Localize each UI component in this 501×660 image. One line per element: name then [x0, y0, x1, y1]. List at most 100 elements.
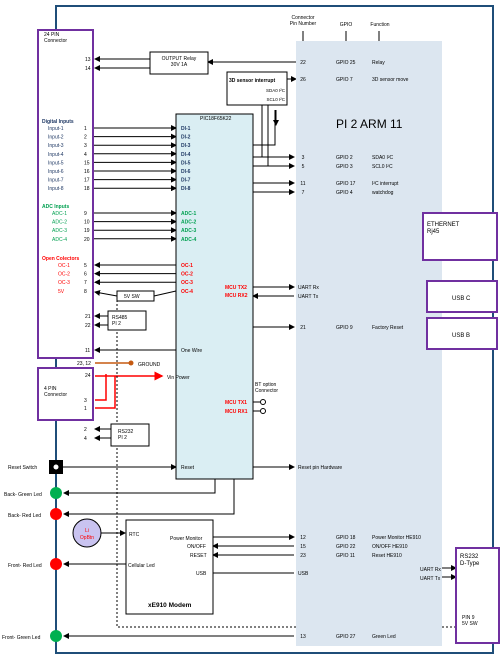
digital-input-pin: 4 — [84, 152, 87, 158]
pi-pin-number: 21 — [300, 325, 306, 331]
adc-input-label: ADC-1 — [52, 211, 67, 217]
digital-input-label: Input-7 — [48, 178, 64, 184]
sensor3d-scl: SCL0 I²C — [266, 97, 285, 102]
back-red-label: Back- Red Led — [8, 513, 41, 519]
front-green-led — [50, 630, 62, 642]
ground-pin: 23, 12 — [77, 361, 91, 367]
mcu-di-pin: DI-8 — [181, 186, 191, 192]
pi-gpio: GPIO 22 — [336, 544, 356, 550]
pi-header-gpio: GPIO — [340, 22, 353, 28]
ground-label: GROUND — [138, 362, 161, 368]
front-green-label: Front- Green Led — [2, 635, 41, 641]
pi-function: Relay — [372, 60, 385, 66]
relay-pin-b: 14 — [85, 66, 91, 72]
pi-pin-number: 26 — [300, 77, 306, 83]
pi-pin-number: 15 — [300, 544, 306, 550]
mcu-oc-pin: OC-1 — [181, 263, 193, 269]
mcu-rx2: MCU RX2 — [225, 293, 248, 299]
pi-gpio: GPIO 27 — [336, 634, 356, 640]
modem-on-off: ON/OFF — [187, 544, 206, 550]
relay-pin-a: 13 — [85, 57, 91, 63]
mcu-title: PIC18F65K22 — [200, 116, 232, 122]
open-collector-pin: 6 — [84, 272, 87, 278]
mcu-di-pin: DI-5 — [181, 160, 191, 166]
digital-inputs-title: Digital Inputs — [42, 119, 74, 125]
sw5v-out-wire — [94, 289, 118, 297]
usb-c-label: USB C — [452, 296, 471, 302]
mcu-di-pin: DI-7 — [181, 178, 191, 184]
open-collector-pin: 5 — [84, 263, 87, 269]
pi-gpio: GPIO 4 — [336, 190, 353, 196]
reset-switch-dot — [53, 464, 59, 470]
pi-uart-rx: UART Rx — [298, 285, 319, 291]
front-red-label: Front- Red Led — [8, 563, 42, 569]
mcu-adc-pin: ADC-3 — [181, 228, 196, 234]
digital-input-pin: 3 — [84, 143, 87, 149]
adc-inputs-title: ADC Inputs — [42, 204, 69, 210]
pi-pin-number: 12 — [300, 535, 306, 541]
pi-pin-number: 13 — [300, 634, 306, 640]
back-green-wire — [63, 479, 216, 496]
digital-input-pin: 16 — [84, 169, 90, 175]
back-green-led — [50, 487, 62, 499]
mcu-oc-pin: OC-3 — [181, 280, 193, 286]
bt-connector-b — [260, 408, 266, 414]
digital-input-pin: 2 — [84, 135, 87, 141]
connector-4pin — [37, 367, 94, 421]
mcu-tx2: MCU TX2 — [225, 285, 247, 291]
sensor3d-title: 3D sensor interrupt — [229, 78, 275, 84]
pi-area — [296, 41, 442, 646]
mcu-di-pin: DI-4 — [181, 152, 191, 158]
output-relay-box — [149, 51, 209, 75]
pi-function: Power Monitor HE910 — [372, 535, 421, 541]
digital-input-label: Input-3 — [48, 143, 64, 149]
mcu-tx1: MCU TX1 — [225, 400, 247, 406]
adc-input-pin: 9 — [84, 211, 87, 217]
adc-input-label: ADC-3 — [52, 228, 67, 234]
usb-c-box — [426, 280, 498, 313]
rs485-box — [107, 310, 147, 331]
pi-function: Factory Reset — [372, 325, 404, 331]
pi-usb: USB — [298, 571, 309, 577]
pi-pin-number: 5 — [302, 164, 305, 170]
pi-function: Green Led — [372, 634, 396, 640]
modem-cellular-led: Cellular Led — [128, 563, 155, 569]
vin-feed-b — [95, 376, 116, 409]
rs485-pin-a: 21 — [85, 314, 91, 320]
mcu-oc-pin: OC-4 — [181, 289, 193, 295]
pi-gpio: GPIO 25 — [336, 60, 356, 66]
pi-gpio: GPIO 3 — [336, 164, 353, 170]
pi-gpio: GPIO 11 — [336, 553, 355, 559]
digital-input-pin: 15 — [84, 160, 90, 166]
modem-power-monitor: Power Monitor — [170, 536, 203, 542]
reset-switch-label: Reset Switch — [8, 465, 37, 471]
mcu-di-pin: DI-1 — [181, 126, 191, 132]
mcu-oc-pin: OC-2 — [181, 272, 193, 278]
component-boxes — [37, 5, 500, 654]
pi-gpio: GPIO 18 — [336, 535, 356, 541]
adc-input-label: ADC-4 — [52, 237, 67, 243]
open-collector-pin: 8 — [84, 289, 87, 295]
adc-input-label: ADC-2 — [52, 220, 67, 226]
pi-uart-tx: UART Tx — [298, 294, 319, 300]
usb-b-label: USB B — [452, 333, 470, 339]
pi-function: 3D sensor move — [372, 77, 409, 83]
pin4-4: 4 — [84, 436, 87, 442]
pi-title: PI 2 ARM 11 — [336, 117, 403, 131]
pi-function: SCL0 I²C — [372, 164, 393, 170]
open-collectors-title: Open Colectors — [42, 256, 79, 262]
pi-function: I²C interrupt — [372, 181, 399, 187]
digital-input-label: Input-1 — [48, 126, 64, 132]
battery — [72, 518, 102, 548]
vin-label: Vin Power — [167, 375, 190, 381]
mcu-adc-pin: ADC-2 — [181, 220, 196, 226]
sw5v-label: 5V SW — [124, 294, 140, 300]
